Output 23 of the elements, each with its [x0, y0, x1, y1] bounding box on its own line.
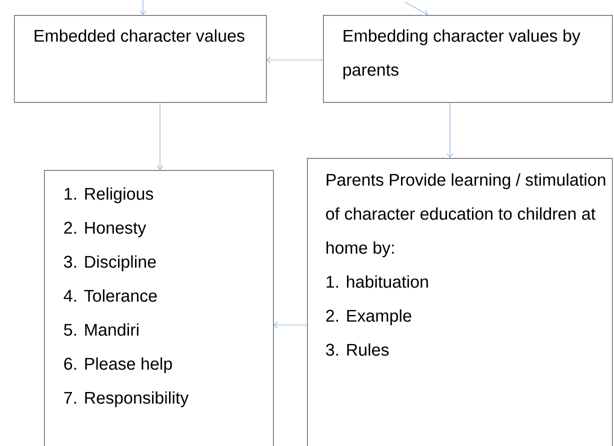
- box-text: 1. habituation: [326, 275, 428, 288]
- box-text: Embedding character values by parents: [343, 29, 580, 80]
- process-box: [14, 15, 267, 103]
- box-text: 7. Responsibility: [64, 391, 189, 408]
- box-text: 5. Mandiri: [64, 323, 138, 336]
- box-text: 6. Please help: [64, 357, 172, 374]
- box-text: 4. Tolerance: [64, 289, 157, 302]
- box-text: 3. Rules: [326, 343, 389, 356]
- arrow: [156, 102, 164, 170]
- arrow: [266, 56, 324, 64]
- box-text: 2. Example: [326, 309, 412, 326]
- list-box: [44, 170, 274, 446]
- arrow: [140, 0, 146, 15]
- process-box: [323, 15, 613, 103]
- arrow: [273, 322, 308, 328]
- box-text: Embedded character values: [34, 29, 244, 42]
- box-text: 1. Religious: [64, 187, 154, 204]
- process-box: [307, 158, 613, 446]
- box-text: 3. Discipline: [64, 255, 156, 272]
- box-text: Parents Provide learning / stimulation of character education to children at home by:: [326, 173, 606, 258]
- box-text: 2. Honesty: [64, 222, 146, 238]
- arrow: [446, 102, 454, 158]
- arrow: [404, 2, 428, 16]
